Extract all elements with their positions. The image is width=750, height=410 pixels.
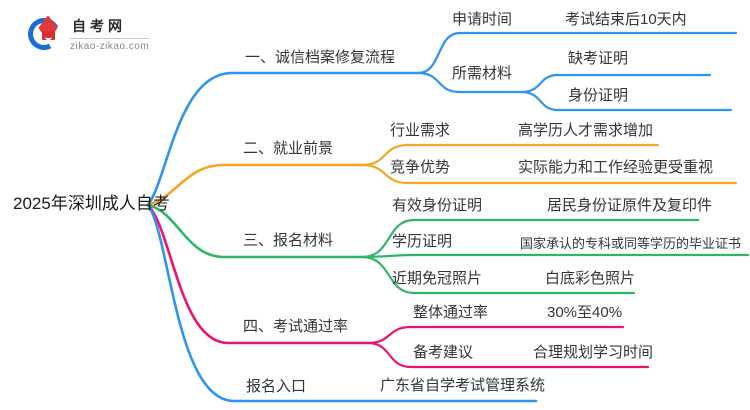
branch1-grandchild1-line: [519, 73, 712, 94]
node-registration-portal: 广东省自学考试管理系统: [380, 377, 546, 394]
branch4-child2-line: [366, 341, 650, 369]
node-branch1: 一、诚信档案修复流程: [245, 49, 396, 66]
node-industry-demand: 行业需求: [390, 122, 451, 139]
node-branch3: 三、报名材料: [243, 232, 334, 249]
branch4-child1-line: [366, 325, 625, 345]
node-materials-needed: 所需材料: [452, 65, 513, 82]
node-recent-photo: 近期免冠照片: [392, 270, 483, 287]
site-logo: 自考网 zikao-zikao.com: [23, 13, 150, 55]
branch3-child3-line: [360, 255, 636, 295]
node-prep-advice: 备考建议: [413, 344, 474, 361]
branch3-child1-line: [360, 218, 700, 259]
branch1-child2-line: [416, 71, 523, 94]
node-overall-pass-rate-value: 30%至40%: [547, 304, 623, 321]
branch1-child1-line: [416, 31, 738, 75]
branch3-line: [146, 203, 364, 259]
node-competitive-edge-value: 实际能力和工作经验更受重视: [518, 159, 714, 176]
branch2-child1-line: [360, 143, 660, 167]
node-apply-time-value: 考试结束后10天内: [565, 11, 687, 28]
node-valid-id-value: 居民身份证原件及复印件: [547, 197, 713, 214]
node-absence-proof: 缺考证明: [568, 50, 629, 67]
branch1-grandchild2-line: [519, 90, 733, 112]
node-identity-proof: 身份证明: [568, 87, 629, 104]
node-apply-time: 申请时间: [452, 11, 513, 28]
branch4-line: [146, 203, 370, 345]
node-education-proof-value: 国家承认的专科或同等学历的毕业证书: [520, 236, 742, 251]
site-name: 自考网: [70, 16, 150, 39]
site-url: zikao-zikao.com: [70, 41, 150, 52]
branch5-line: [146, 203, 538, 403]
node-branch5: 报名入口: [246, 378, 307, 395]
graduation-cap-icon: [23, 13, 65, 55]
root-node: 2025年深圳成人自考: [13, 194, 170, 213]
branch2-line: [146, 163, 364, 207]
node-education-proof: 学历证明: [392, 233, 453, 250]
node-branch4: 四、考试通过率: [243, 318, 349, 335]
node-industry-demand-value: 高学历人才需求增加: [518, 122, 654, 139]
node-branch2: 二、就业前景: [243, 140, 334, 157]
node-prep-advice-value: 合理规划学习时间: [533, 344, 654, 361]
node-overall-pass-rate: 整体通过率: [413, 304, 489, 321]
branch1-line: [146, 71, 420, 207]
branch3-child2-line: [360, 253, 750, 259]
node-valid-id: 有效身份证明: [392, 197, 483, 214]
node-competitive-edge: 竞争优势: [390, 159, 451, 176]
node-recent-photo-value: 白底彩色照片: [545, 270, 636, 287]
branch2-child2-line: [360, 163, 738, 185]
